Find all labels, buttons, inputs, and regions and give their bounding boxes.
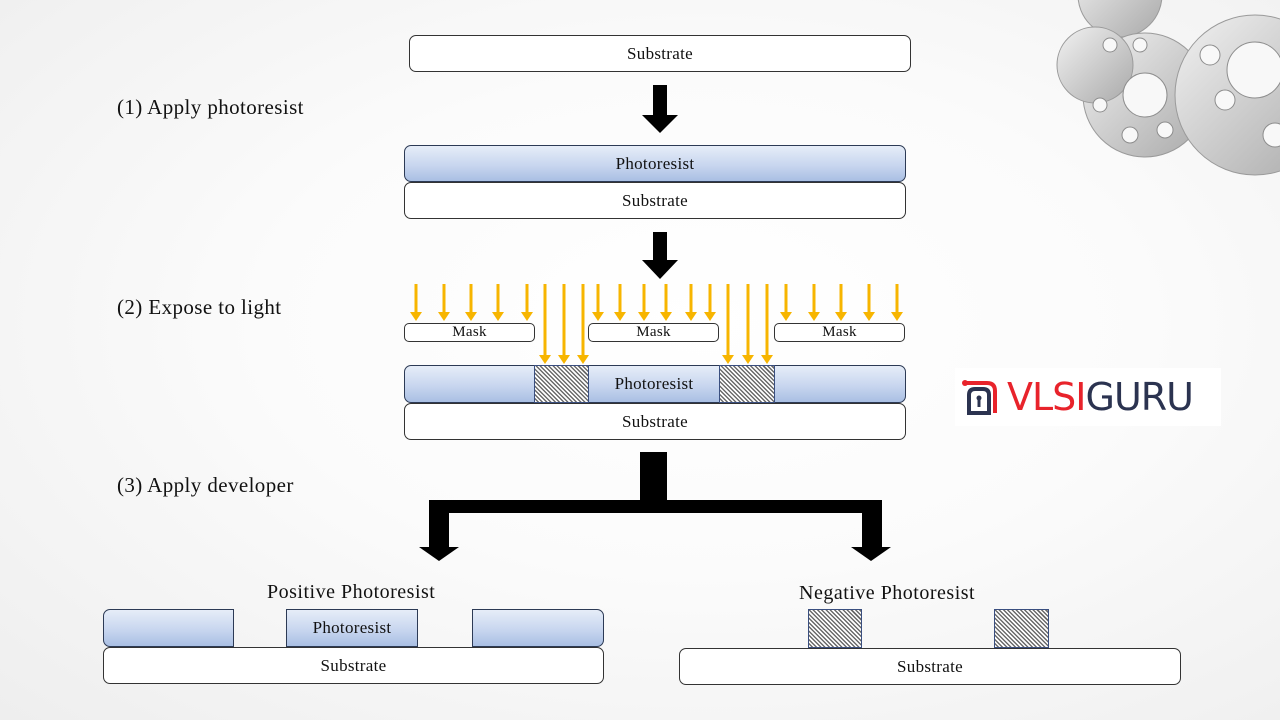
mask-label: Mask [822,324,857,340]
photoresist-layer-stage2 [404,365,906,403]
light-arrow-short [704,284,716,321]
substrate-initial: Substrate [409,35,911,72]
substrate-stage2: Substrate [404,403,906,440]
light-arrow-long [577,284,589,364]
photoresist-label: Photoresist [312,618,392,637]
substrate-negative: Substrate [679,648,1181,685]
light-arrow-short [638,284,650,321]
light-arrow-short [685,284,697,321]
light-arrow-short [410,284,422,321]
substrate-label: Substrate [622,190,688,210]
photoresist-label: Photoresist [615,153,695,173]
exposed-region-left [534,365,589,403]
positive-resist-left [103,609,234,647]
light-arrow-short [835,284,847,321]
light-arrow-short [863,284,875,321]
light-arrow-short [780,284,792,321]
light-arrow-short [465,284,477,321]
light-arrow-long [558,284,570,364]
substrate-positive: Substrate [103,647,604,684]
light-arrow-long [722,284,734,364]
step-2-label: (2) Expose to light [117,295,282,319]
negative-photoresist-title: Negative Photoresist [799,582,976,604]
substrate-label: Substrate [320,655,387,675]
light-arrow-short [492,284,504,321]
mask-label: Mask [452,324,487,340]
light-arrow-short [521,284,533,321]
light-arrow-short [660,284,672,321]
step-1-label: (1) Apply photoresist [117,95,304,119]
chip-logo-icon [962,380,997,415]
substrate-label: Substrate [897,656,963,676]
light-arrow-long [539,284,551,364]
light-arrow-short [891,284,903,321]
mask-right: Mask [774,323,905,342]
photoresist-label-stage2: Photoresist [614,374,694,393]
mask-left: Mask [404,323,535,342]
step-3-label: (3) Apply developer [117,473,294,497]
mask-center: Mask [588,323,719,342]
light-arrow-short [592,284,604,321]
light-rays [410,284,903,364]
negative-resist-left [808,609,862,648]
gears-decoration [1056,0,1280,176]
substrate-stage1: Substrate [404,182,906,219]
light-arrow-short [438,284,450,321]
logo-text-vlsi: VLSI [1007,375,1086,419]
split-arrow-icon [419,452,891,561]
exposed-region-right [719,365,775,403]
photoresist-layer-stage1: Photoresist [404,145,906,182]
substrate-label: Substrate [627,43,693,63]
light-arrow-long [761,284,773,364]
negative-resist-right [994,609,1049,648]
vlsiguru-logo: VLSI GURU [955,368,1221,426]
mask-label: Mask [636,324,671,340]
light-arrow-short [808,284,820,321]
down-arrow-icon [642,85,678,133]
logo-text-guru: GURU [1085,375,1194,419]
positive-resist-center: Photoresist [286,609,418,647]
substrate-label: Substrate [622,411,688,431]
down-arrow-icon [642,232,678,279]
light-arrow-long [742,284,754,364]
positive-photoresist-title: Positive Photoresist [267,581,436,603]
light-arrow-short [614,284,626,321]
positive-resist-right [472,609,604,647]
